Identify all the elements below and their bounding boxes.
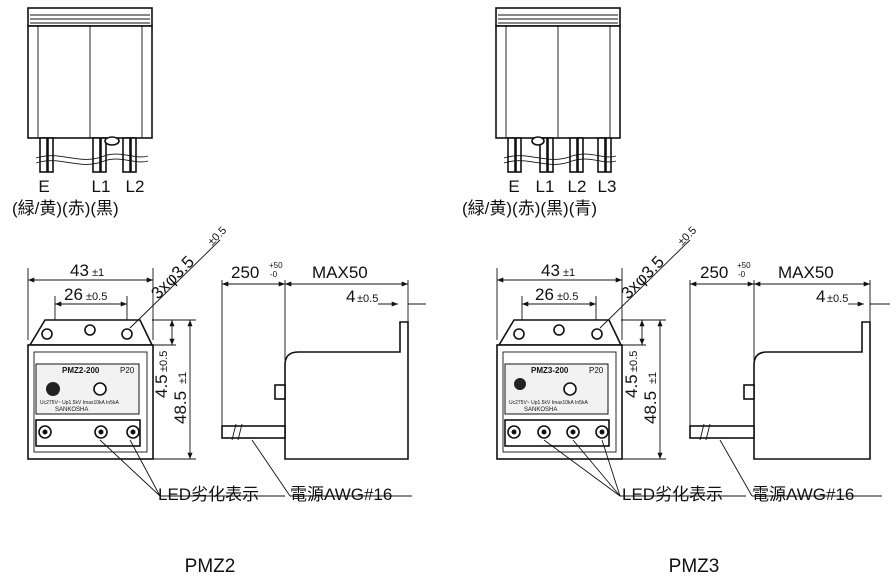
- pmz2-terminal-l1: L1: [92, 177, 111, 196]
- pmz3-flange-dim: 4: [816, 287, 825, 306]
- pmz3-max-dim: MAX50: [778, 263, 834, 282]
- pmz2-plate-spec: Uc275V~ Up1.5kV Imax10kA In5kA: [40, 400, 119, 406]
- pmz3-side-view: 250 +50 -0 MAX50 4 ±0.5: [689, 261, 890, 460]
- pmz2-width-dim: 43: [70, 261, 89, 280]
- pmz3-led-label: LED劣化表示: [622, 485, 723, 504]
- pmz2-power-label: 電源AWG#16: [290, 485, 392, 504]
- pmz3-width-dim: 43: [541, 261, 560, 280]
- pmz3-lead-dim: 250: [700, 263, 728, 282]
- pmz2-offset-tol: ±0.5: [158, 351, 170, 372]
- pmz3-lead-tol-plus: +50: [737, 261, 751, 270]
- pmz2-lead-tol-plus: +50: [269, 261, 283, 270]
- pmz3-width-tol: ±1: [563, 267, 575, 279]
- pmz2-lead-tol-minus: -0: [270, 270, 278, 279]
- pmz3-wire-colors: (緑/黄)(赤)(黒)(青): [462, 199, 597, 218]
- pmz2-width-tol: ±1: [92, 267, 104, 279]
- pmz3-offset-dim: 4.5: [622, 374, 641, 398]
- pmz3-plate-maker: SANKOSHA: [524, 407, 557, 413]
- pmz3-pitch-dim: 26: [535, 285, 554, 304]
- pmz3-pin-l1: [539, 137, 548, 173]
- pmz2-offset-dim: 4.5: [152, 374, 171, 398]
- pmz3-pin-l3: [597, 137, 606, 173]
- pmz3-callouts: LED劣化表示 電源AWG#16 PMZ3: [543, 439, 882, 577]
- pmz2-pitch-tol: ±0.5: [86, 291, 107, 303]
- pmz3-plate-model: PMZ3-200: [531, 366, 569, 375]
- pmz3-status-window: [563, 382, 577, 396]
- pmz2-terminal-l2: L2: [126, 177, 145, 196]
- pmz3-flange-tol: ±0.5: [827, 293, 848, 305]
- pmz3-hole-tol: ±0.5: [676, 225, 700, 249]
- pmz2-model-caption: PMZ2: [185, 556, 236, 577]
- pmz2-pitch-dim: 26: [64, 285, 83, 304]
- pmz2-pin-l1: [92, 137, 101, 173]
- pmz2-callouts: LED劣化表示 電源AWG#16 PMZ2: [99, 439, 412, 577]
- pmz2-led-label: LED劣化表示: [158, 485, 259, 504]
- pmz2-status-window: [93, 382, 107, 396]
- pmz2-plate-maker: SANKOSHA: [55, 407, 88, 413]
- pmz3-plate-spec: Uc275V~ Up1.5kV Imax10kA In5kA: [509, 400, 588, 406]
- pmz3-lead-tol-minus: -0: [738, 270, 746, 279]
- pmz3-terminal-e: E: [508, 177, 519, 196]
- pmz3-height-dim: 48.5: [641, 391, 660, 424]
- pmz2-plate-model: PMZ2-200: [62, 366, 100, 375]
- pmz2-height-tol: ±1: [177, 372, 189, 384]
- pmz2-lead-wire: [221, 425, 286, 439]
- pmz3-pitch-tol: ±0.5: [557, 291, 578, 303]
- pmz3-lead-wire: [689, 425, 755, 439]
- pmz2-terminal-e: E: [38, 177, 49, 196]
- pmz3-model-caption: PMZ3: [669, 556, 720, 577]
- pmz2-flange-dim: 4: [346, 287, 355, 306]
- pmz3-power-label: 電源AWG#16: [752, 485, 854, 504]
- pmz2-led-indicator: [46, 382, 60, 396]
- pmz3-terminal-l2: L2: [568, 177, 587, 196]
- pmz2-front-view: E L1 L2 (緑/黄)(赤)(黒): [12, 7, 153, 218]
- pmz3-offset-tol: ±0.5: [628, 351, 640, 372]
- pmz2-max-dim: MAX50: [312, 263, 368, 282]
- pmz2-height-dim: 48.5: [171, 391, 190, 424]
- pmz3-plate-rating: P20: [589, 366, 604, 375]
- pmz2-lead-dim: 250: [231, 263, 259, 282]
- pmz2-flange-tol: ±0.5: [357, 293, 378, 305]
- pmz3-face-view: 43 ±1 26 ±0.5 PMZ3-200 P20 Uc275V~ Up1.5…: [496, 225, 700, 460]
- pmz2-pin-e: [39, 137, 48, 173]
- pmz3-front-view: E L1 L2 L3 (緑/黄)(赤)(黒)(青): [462, 7, 621, 218]
- pmz3-terminal-l1: L1: [536, 177, 555, 196]
- pmz2-wire-colors: (緑/黄)(赤)(黒): [12, 199, 119, 218]
- pmz2-hole-dim: 3xφ3.5: [147, 252, 198, 303]
- pmz2-side-view: 250 +50 -0 MAX50 4 ±0.5: [221, 261, 426, 460]
- pmz2-plate-rating: P20: [120, 366, 135, 375]
- pmz2-face-view: 43 ±1 26 ±0.5 PMZ2-200 P20 Uc275V~ Up1.5…: [27, 225, 230, 460]
- pmz3-height-tol: ±1: [647, 372, 659, 384]
- pmz3-terminal-l3: L3: [598, 177, 617, 196]
- pmz3-side-body: [753, 321, 871, 460]
- pmz3-hole-dim: 3xφ3.5: [617, 252, 668, 303]
- pmz3-pin-e: [507, 137, 516, 173]
- pmz2-hole-tol: ±0.5: [206, 225, 230, 249]
- pmz2-side-body: [284, 321, 409, 460]
- pmz3-led-indicator: [514, 378, 526, 390]
